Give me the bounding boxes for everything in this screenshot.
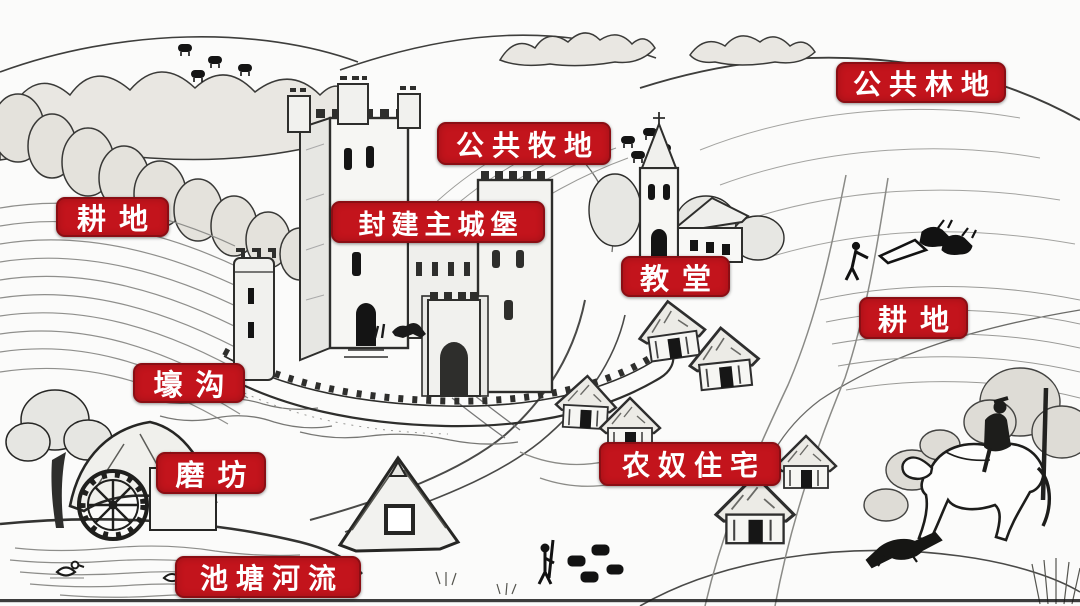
label-farmland-right: 耕地 [859, 297, 968, 339]
label-pond-river: 池塘河流 [175, 556, 361, 598]
label-common-pasture: 公共牧地 [437, 122, 611, 165]
dog-illustration [865, 531, 943, 569]
bottom-frame-line [0, 599, 1080, 603]
label-church: 教堂 [621, 256, 730, 297]
horse-rider-illustration [901, 396, 1052, 544]
label-moat: 壕沟 [133, 363, 245, 403]
hill-hatching-right [699, 108, 1080, 399]
shepherd-illustration [537, 539, 624, 585]
grass-right [435, 558, 1080, 605]
label-serf-housing: 农奴住宅 [599, 442, 781, 486]
hut-illustration [337, 455, 461, 553]
label-lord-castle: 封建主城堡 [331, 201, 545, 243]
plow-team-illustration [844, 219, 977, 281]
label-mill: 磨坊 [156, 452, 266, 494]
waterwheel-icon [77, 469, 149, 541]
tree-trunk-right [1040, 387, 1049, 501]
label-farmland-left: 耕地 [56, 197, 169, 237]
label-common-woodland: 公共林地 [836, 62, 1006, 103]
